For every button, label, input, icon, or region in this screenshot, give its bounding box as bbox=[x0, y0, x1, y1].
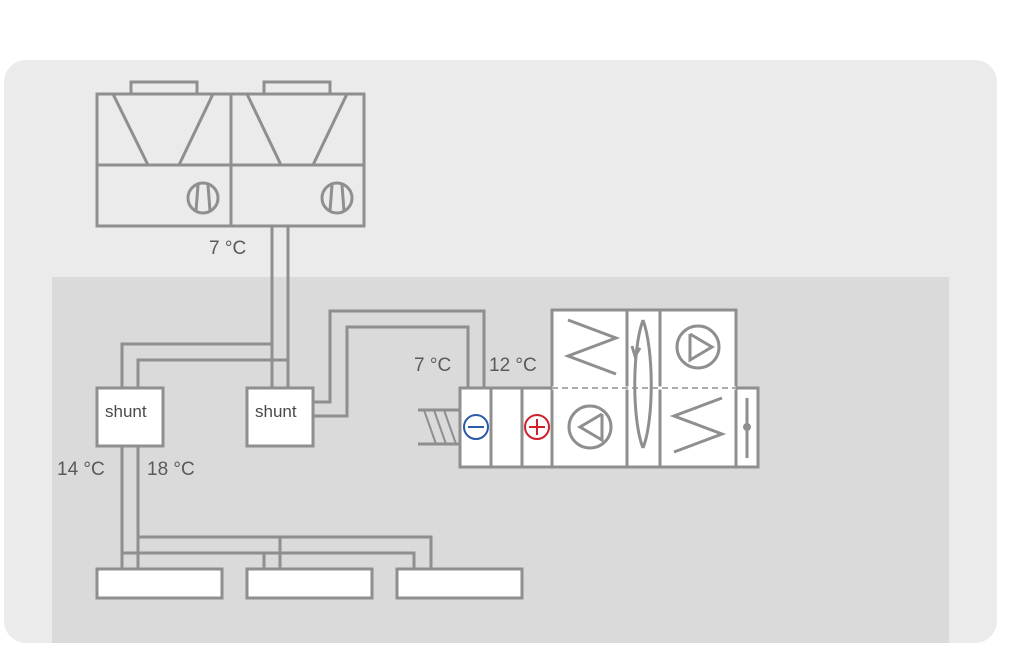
chiller-fan-outlet-left bbox=[129, 80, 199, 96]
terminal-unit-2 bbox=[245, 567, 374, 600]
shunt-left-box bbox=[95, 386, 165, 448]
compressor-icon bbox=[186, 181, 220, 215]
fan-icon bbox=[567, 404, 613, 450]
chiller-unit bbox=[95, 80, 366, 228]
chiller-fan-outlet-right bbox=[262, 80, 332, 96]
ahu-supply-temp: 7 °C bbox=[414, 355, 452, 376]
ahu-return-temp: 12 °C bbox=[489, 355, 537, 376]
condenser-coil-right bbox=[245, 93, 349, 167]
rotary-heat-exchanger-icon bbox=[630, 319, 653, 449]
terminal-return-temp: 18 °C bbox=[147, 459, 195, 480]
terminal-supply-temp: 14 °C bbox=[57, 459, 105, 480]
damper-icon bbox=[743, 398, 751, 458]
ahu-pipes bbox=[313, 309, 486, 418]
shunt-right-box bbox=[245, 386, 315, 448]
fan-icon bbox=[675, 324, 721, 370]
compressor-icon bbox=[320, 181, 354, 215]
shunt-left-label: shunt bbox=[105, 402, 147, 421]
terminal-pipes bbox=[120, 446, 433, 569]
bag-filter-icon bbox=[563, 318, 621, 376]
terminal-unit-1 bbox=[95, 567, 224, 600]
condenser-coil-left bbox=[111, 93, 215, 167]
heating-coil-plus-icon bbox=[524, 414, 550, 440]
cooling-coil-minus-icon bbox=[463, 414, 489, 440]
chiller-supply-temp: 7 °C bbox=[209, 238, 247, 259]
chiller-pipes bbox=[120, 226, 290, 388]
terminal-unit-3 bbox=[395, 567, 524, 600]
intake-duct bbox=[418, 408, 460, 446]
bag-filter-icon bbox=[669, 396, 727, 454]
shunt-right-label: shunt bbox=[255, 402, 297, 421]
